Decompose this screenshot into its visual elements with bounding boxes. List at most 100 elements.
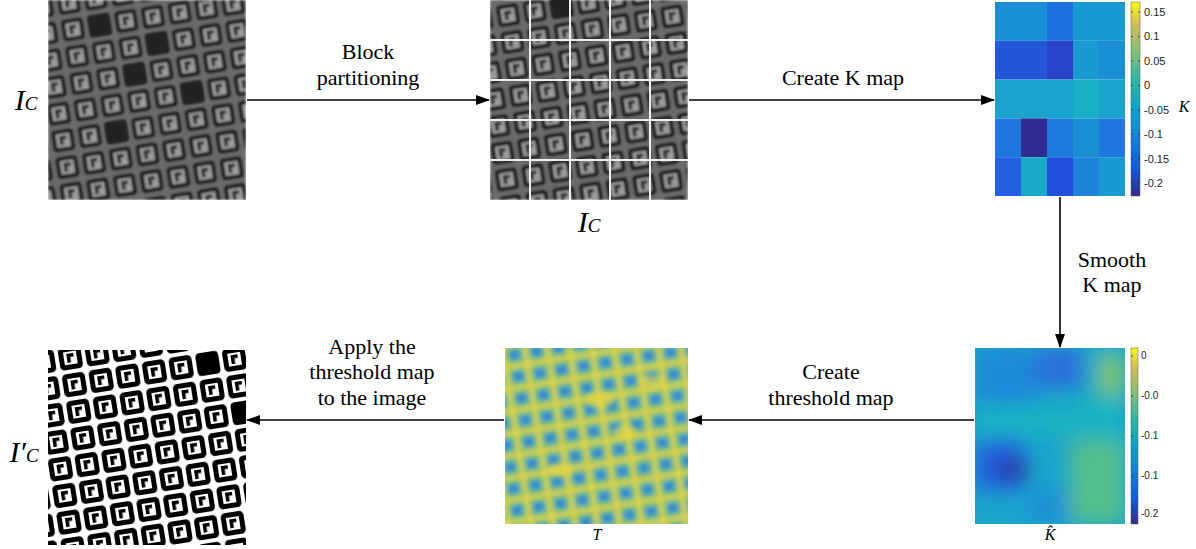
partitioned-image-part-part (649, 0, 651, 200)
step-label: Smooth K map (1072, 247, 1152, 298)
smoothed-k-map-part-part (1030, 490, 1070, 524)
k-map-heatmap-part (1047, 80, 1073, 119)
smoothed-k-map-part (975, 348, 1125, 524)
partitioned-image-part-part (569, 0, 571, 200)
partitioned-image-part-part (529, 0, 531, 200)
partitioned-image-part-part (490, 39, 688, 41)
smoothed-k-map-part-part (1100, 355, 1125, 395)
colorbar-tick: 0.15 (1144, 7, 1165, 18)
k-map-heatmap-part (1099, 118, 1125, 157)
k-map-heatmap-part (1021, 2, 1047, 41)
step-label: Create K map (743, 65, 943, 90)
k-map-heatmap-part (1099, 2, 1125, 41)
partitioned-image-part (506, 0, 654, 23)
smoothed-k-map-part-part (996, 460, 1028, 480)
k-map-heatmap-part (995, 2, 1021, 41)
input-image: IC (48, 0, 246, 200)
partitioned-image (490, 0, 688, 200)
smoothed-k-map-part-part (975, 348, 1035, 408)
k-map-heatmap-part (1099, 157, 1125, 196)
image-label: I′C (9, 437, 38, 467)
partitioned-image-part-part (490, 159, 688, 161)
partitioned-image-part-part (490, 119, 688, 121)
colorbar-tick: -0.1 (1144, 129, 1163, 140)
colorbar-part-part (1138, 12, 1140, 13)
colorbar-tick: -0.1 (1141, 431, 1158, 441)
colorbar-part-part (1131, 436, 1133, 437)
colorbar-part-part (1138, 159, 1140, 160)
process-arrow (689, 99, 994, 101)
colorbar (1131, 2, 1140, 196)
colorbar-tick: 0.1 (1144, 31, 1159, 42)
image-label: K (1179, 99, 1190, 115)
output-image-part-part (231, 401, 246, 425)
threshold-map-part-part (640, 375, 664, 389)
process-arrow (247, 99, 489, 101)
colorbar-part (1131, 356, 1133, 514)
k-map-heatmap-part (1021, 157, 1047, 196)
k-map-heatmap-part (1073, 80, 1099, 119)
colorbar-tick: -0.0 (1141, 391, 1158, 401)
colorbar-tick: -0.2 (1141, 509, 1158, 519)
colorbar-part-part (1131, 476, 1133, 477)
threshold-map-part-part (613, 425, 637, 439)
smoothed-k-map-part-part (1070, 440, 1125, 524)
output-image-part-part (196, 351, 220, 375)
input-image-part (48, 0, 246, 200)
colorbar-part-part (1131, 36, 1133, 37)
threshold-map-part-part (586, 392, 614, 408)
partitioned-image-part (490, 0, 688, 200)
output-image-part (48, 350, 246, 545)
colorbar-part-part (1131, 396, 1133, 397)
colorbar-part-part (1138, 110, 1140, 111)
colorbar-tick: -0.05 (1144, 105, 1169, 116)
partitioned-image-part-part (490, 79, 688, 81)
k-map-heatmap-part (1073, 41, 1099, 80)
colorbar-tick: 0 (1141, 351, 1147, 361)
input-image-part-part (105, 120, 129, 144)
colorbar-part-part (1131, 183, 1133, 184)
k-map-heatmap-part (1099, 80, 1125, 119)
colorbar-part-part (1131, 85, 1133, 86)
k-map-heatmap-part (995, 157, 1021, 196)
k-map-heatmap-part (1099, 41, 1125, 80)
colorbar-part-part (1131, 110, 1133, 111)
step-label: Apply the threshold map to the image (302, 334, 442, 410)
partitioned-image-part-part (609, 0, 611, 200)
smoothed-k-map (975, 348, 1125, 524)
k-map-heatmap-part (1021, 118, 1047, 157)
smoothed-k-map-part-part (1035, 348, 1085, 388)
input-image (48, 0, 246, 200)
colorbar-part-part (1138, 36, 1140, 37)
k-map-heatmap-part (1073, 118, 1099, 157)
image-label: IC (15, 85, 38, 115)
colorbar-tick: -0.2 (1144, 178, 1163, 189)
threshold-map-part-part (548, 463, 572, 477)
input-image-part-part (145, 31, 169, 55)
colorbar-part-part (1138, 134, 1140, 135)
colorbar-part-part (1138, 85, 1140, 86)
colorbar-part (1131, 2, 1140, 196)
k-map-heatmap-part (995, 80, 1021, 119)
k-map-heatmap-part (995, 118, 1021, 157)
k-map-heatmap-part (995, 41, 1021, 80)
colorbar (1131, 348, 1138, 524)
input-image-part (88, 1, 209, 144)
colorbar-part-part (1131, 61, 1133, 62)
smoothed-k-map-part-part (975, 405, 1125, 435)
smoothed-k-map-part (975, 348, 1125, 524)
k-map-heatmap-part (1047, 118, 1073, 157)
colorbar-part-part (1131, 514, 1133, 515)
colorbar-part (1131, 12, 1140, 184)
colorbar-tick: -0.1 (1141, 471, 1158, 481)
partitioned-image: IC (490, 0, 688, 200)
input-image-part-part (123, 62, 147, 86)
output-image-part (192, 350, 246, 429)
output-image: I′C (48, 350, 246, 545)
